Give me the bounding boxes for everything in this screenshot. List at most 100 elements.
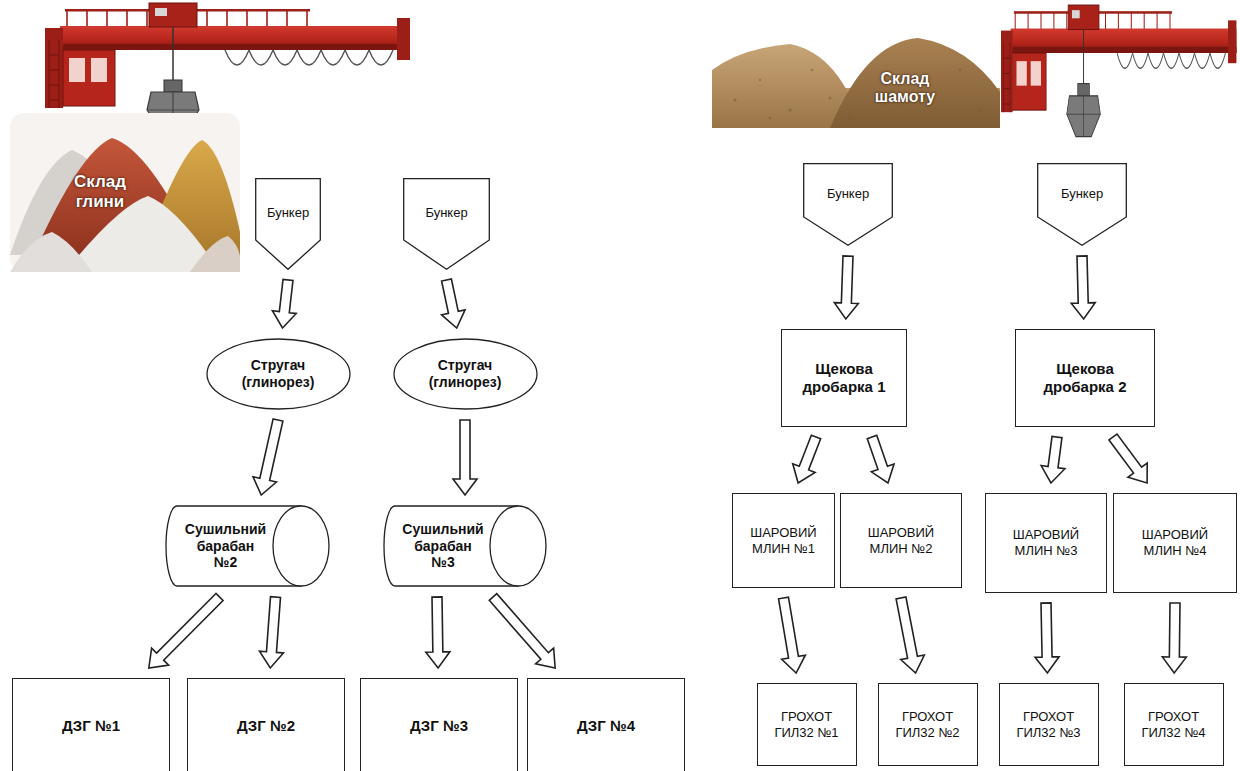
hopper-box: Бункер	[1037, 163, 1127, 246]
crane-right	[1001, 5, 1236, 137]
hopper-box: Бункер	[803, 163, 893, 246]
box-text: ШАРОВИЙ МЛИН №1	[742, 525, 826, 556]
flow-arrow	[272, 279, 296, 328]
box-text: ДЗГ №3	[410, 717, 468, 735]
text-block: Щекова дробарка 1	[792, 360, 896, 396]
hopper-box: Бункер	[403, 178, 490, 270]
chamotte-store-picture	[712, 38, 1000, 128]
flow-arrow	[834, 256, 858, 319]
flow-arrow	[253, 419, 283, 495]
flow-arrow	[1041, 436, 1065, 483]
flow-arrow	[426, 597, 450, 668]
crusher-box: Щекова дробарка 1	[781, 329, 907, 427]
box-text: Бункер	[425, 205, 467, 221]
text-block: Щекова дробарка 2	[1033, 360, 1137, 396]
store-label: Склад шамоту	[865, 70, 945, 107]
ellipse-outline	[207, 339, 350, 409]
crusher-box: Щекова дробарка 2	[1015, 329, 1155, 427]
text-block: ДЗГ №1	[62, 717, 120, 735]
flow-arrow	[149, 593, 223, 668]
process-box: ДЗГ №1	[12, 678, 170, 771]
flow-arrow	[867, 435, 894, 483]
flow-arrow	[1035, 603, 1059, 673]
flow-arrow	[1162, 603, 1186, 673]
text-block: Бункер	[1061, 186, 1103, 202]
text-block: ДЗГ №2	[237, 717, 295, 735]
flow-arrow	[1109, 434, 1147, 483]
store-label: Склад глини	[60, 172, 140, 211]
text-block: ГРОХОТ ГИЛ32 №4	[1134, 709, 1214, 740]
box-text: ШАРОВИЙ МЛИН №4	[1132, 527, 1218, 558]
hopper-outline	[804, 164, 893, 246]
text-block: ГРОХОТ ГИЛ32 №1	[767, 709, 847, 740]
box-text: Стругач (глинорез)	[231, 357, 326, 391]
box-text: ГРОХОТ ГИЛ32 №4	[1134, 709, 1214, 740]
box-text: ГРОХОТ ГИЛ32 №1	[767, 709, 847, 740]
screen-box: ГРОХОТ ГИЛ32 №3	[999, 683, 1099, 766]
box-text: Стругач (глинорез)	[418, 357, 513, 391]
clay-store-picture	[10, 113, 240, 272]
process-box: ДЗГ №3	[360, 678, 518, 771]
node-outline	[1037, 163, 1127, 246]
box-text: Щекова дробарка 1	[792, 360, 896, 396]
flow-arrow	[489, 594, 555, 668]
box-text: Бункер	[827, 186, 869, 202]
hopper-outline	[1038, 164, 1127, 246]
hopper-outline	[256, 179, 321, 270]
text-block: ГРОХОТ ГИЛ32 №3	[1009, 709, 1089, 740]
text-block: Бункер	[827, 186, 869, 202]
box-text: Сушильний барабан №3	[401, 521, 485, 571]
box-text: Сушильний барабан №2	[184, 521, 268, 571]
text-block: Бункер	[267, 205, 309, 221]
text-block: Стругач (глинорез)	[418, 357, 513, 391]
box-text: ДЗГ №2	[237, 717, 295, 735]
mill-box: ШАРОВИЙ МЛИН №3	[985, 493, 1107, 593]
node-outline	[803, 163, 893, 246]
box-text: ШАРОВИЙ МЛИН №2	[858, 525, 944, 556]
text-block: ШАРОВИЙ МЛИН №2	[858, 525, 944, 556]
box-text: ГРОХОТ ГИЛ32 №2	[888, 709, 968, 740]
text-block: ГРОХОТ ГИЛ32 №2	[888, 709, 968, 740]
text-block: ШАРОВИЙ МЛИН №1	[742, 525, 826, 556]
clay-cutter-ellipse: Стругач (глинорез)	[393, 338, 538, 410]
mill-box: ШАРОВИЙ МЛИН №2	[840, 493, 962, 588]
process-box: ДЗГ №4	[527, 678, 685, 771]
mill-box: ШАРОВИЙ МЛИН №4	[1113, 493, 1237, 593]
text-block: ШАРОВИЙ МЛИН №3	[1003, 527, 1089, 558]
screen-box: ГРОХОТ ГИЛ32 №1	[757, 683, 857, 766]
box-text: ГРОХОТ ГИЛ32 №3	[1009, 709, 1089, 740]
drum-end	[490, 506, 546, 586]
box-text: ШАРОВИЙ МЛИН №3	[1003, 527, 1089, 558]
flow-arrow	[1071, 256, 1095, 319]
flow-arrow	[442, 279, 465, 328]
flow-arrow	[793, 435, 821, 483]
flow-arrow	[779, 597, 806, 673]
box-text: Бункер	[267, 205, 309, 221]
screen-box: ГРОХОТ ГИЛ32 №4	[1124, 683, 1224, 766]
box-text: ДЗГ №4	[577, 717, 635, 735]
process-box: ДЗГ №2	[187, 678, 345, 771]
ellipse-outline	[394, 339, 537, 409]
hopper-box: Бункер	[255, 178, 321, 270]
drum-end	[273, 506, 329, 586]
screen-box: ГРОХОТ ГИЛ32 №2	[878, 683, 978, 766]
text-block: ДЗГ №4	[577, 717, 635, 735]
dryer-drum: Сушильний барабан №3	[383, 505, 547, 587]
clay-cutter-ellipse: Стругач (глинорез)	[206, 338, 351, 410]
text-block: Сушильний барабан №2	[184, 521, 268, 571]
box-text: Бункер	[1061, 186, 1103, 202]
box-text: Щекова дробарка 2	[1033, 360, 1137, 396]
dryer-drum: Сушильний барабан №2	[165, 505, 330, 587]
text-block: Бункер	[425, 205, 467, 221]
text-block: ДЗГ №3	[410, 717, 468, 735]
flow-arrow	[896, 597, 924, 673]
hopper-outline	[404, 179, 490, 270]
flow-arrow	[259, 597, 283, 668]
node-outline	[403, 178, 490, 270]
crane-left	[45, 3, 410, 132]
box-text: ДЗГ №1	[62, 717, 120, 735]
text-block: Сушильний барабан №3	[401, 521, 485, 571]
mill-box: ШАРОВИЙ МЛИН №1	[732, 493, 835, 588]
flow-arrow	[453, 420, 477, 495]
